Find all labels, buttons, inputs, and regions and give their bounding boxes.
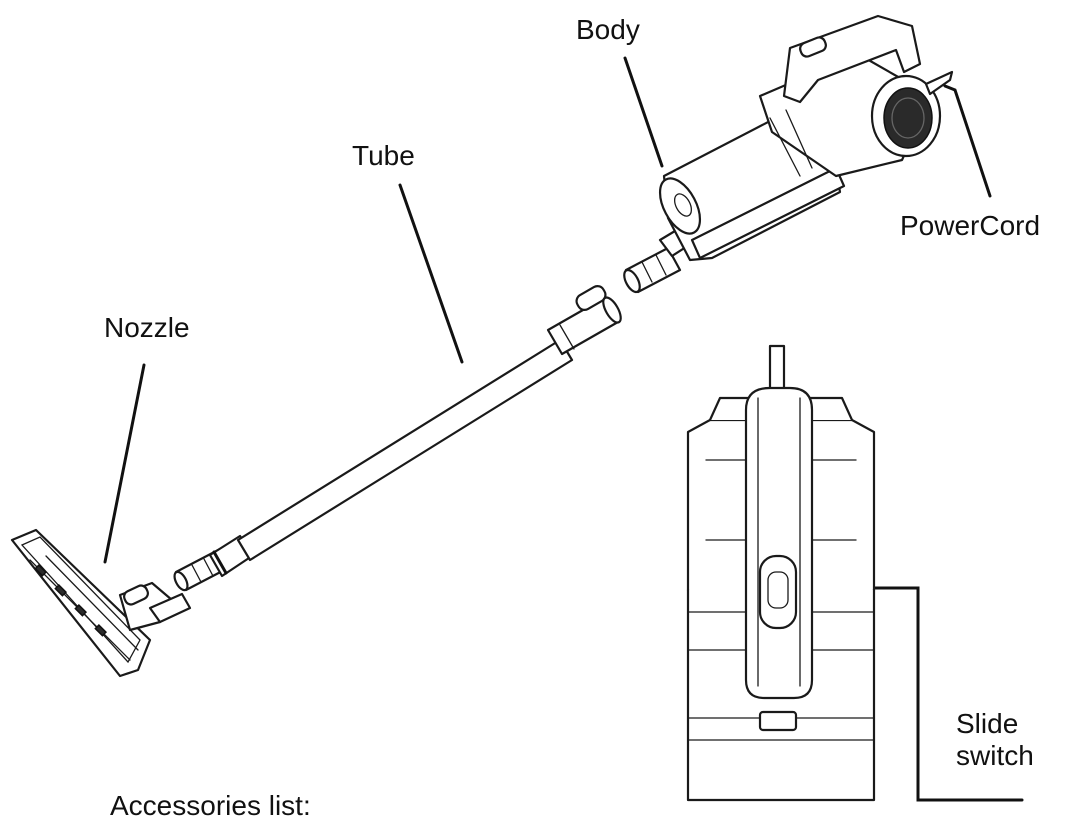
power-cord-leader-line [943, 84, 992, 198]
nozzle-label: Nozzle [104, 312, 190, 343]
nozzle-leader-line [103, 363, 146, 564]
tube-leader-line [398, 183, 464, 364]
slide-switch-detail [686, 344, 876, 802]
tube-label: Tube [352, 140, 415, 171]
power-cord-label: PowerCord [900, 210, 1041, 241]
body-label: Body [576, 14, 640, 45]
tube-part [208, 285, 622, 578]
slide-switch-knob [758, 554, 798, 630]
accessories-list-heading: Accessories list: [110, 790, 311, 821]
slide-switch-label: Slide switch [956, 708, 1034, 772]
nozzle-part [10, 528, 192, 678]
body-leader-line [623, 56, 664, 168]
body-part [658, 14, 954, 262]
